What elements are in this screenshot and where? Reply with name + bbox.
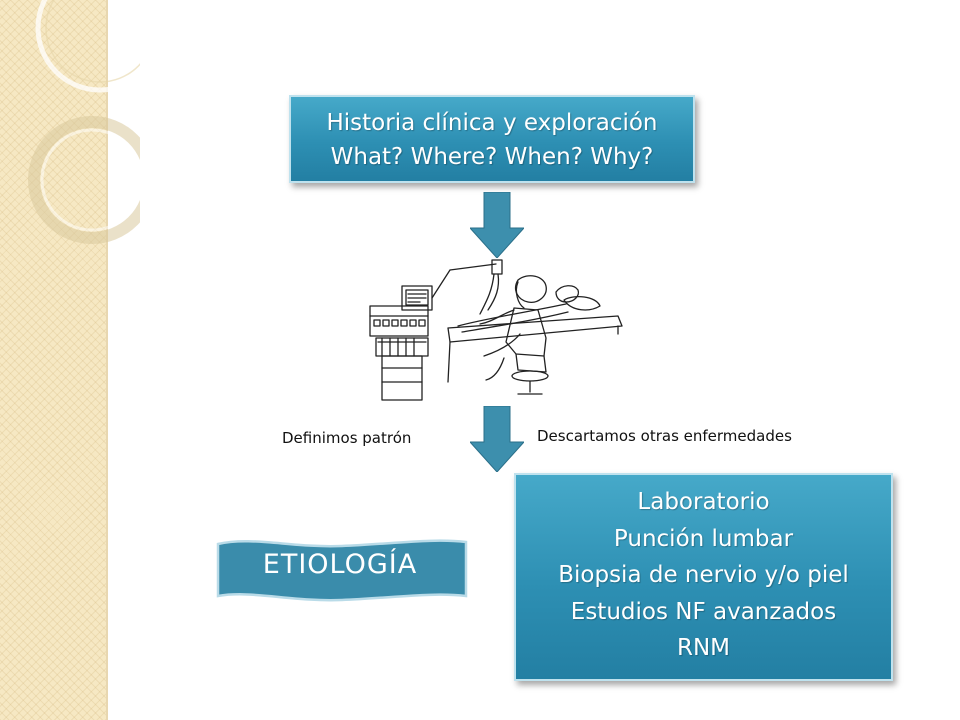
test-item: RNM [676,635,731,661]
test-item: Punción lumbar [613,525,794,552]
down-arrow-icon [470,192,524,258]
decorative-rings-icon [28,0,140,244]
etiology-label: ETIOLOGÍA [262,549,418,580]
rule-out-diseases-caption: Descartamos otras enfermedades [537,427,792,445]
define-pattern-caption: Definimos patrón [282,429,412,447]
emg-examination-illustration-icon [369,259,623,401]
test-item: Estudios NF avanzados [570,598,837,625]
sidebar-edge [106,0,108,720]
top-box-line: What? Where? When? Why? [330,144,654,170]
etiology-banner-shape [216,539,468,602]
test-item: Biopsia de nervio y/o piel [558,562,849,588]
test-item: Laboratorio [637,489,770,515]
top-box-line: Historia clínica y exploración [326,110,658,136]
down-arrow-icon [470,406,524,472]
history-exploration-box: Historia clínica y exploración What? Whe… [289,95,695,183]
diagnostic-tests-box: Laboratorio Punción lumbar Biopsia de ne… [514,473,893,681]
